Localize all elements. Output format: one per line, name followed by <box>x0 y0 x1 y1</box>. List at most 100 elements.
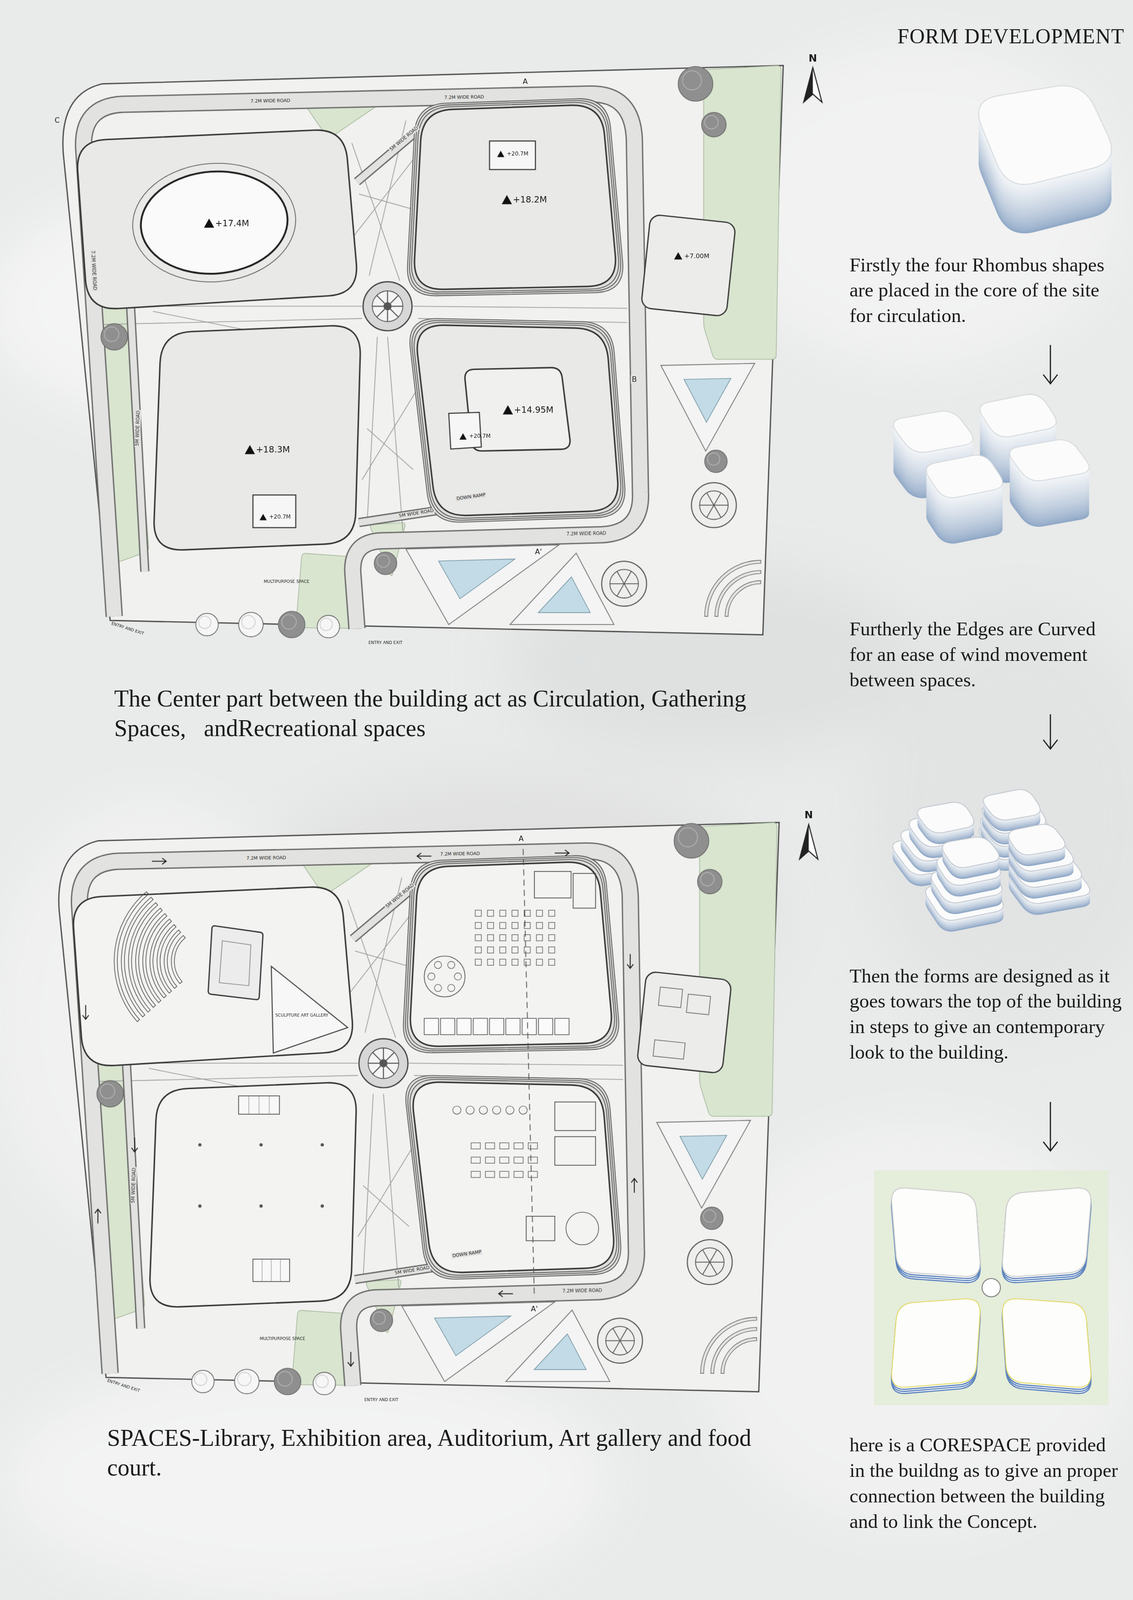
roundabout <box>387 1062 399 1064</box>
food-court <box>512 910 518 916</box>
form-model <box>926 455 1003 498</box>
tree-symbol <box>195 613 218 636</box>
food-court <box>487 934 494 941</box>
library-layout <box>485 1170 495 1177</box>
library-layout <box>528 1156 538 1163</box>
building-block <box>641 214 736 317</box>
roundabout <box>372 1051 381 1060</box>
level-label: +18.3M <box>255 444 290 455</box>
traffic-arrow <box>631 1178 638 1193</box>
tree-symbol <box>317 615 340 638</box>
landscape <box>612 1327 621 1340</box>
landscape <box>713 505 722 518</box>
site-plan <box>58 65 823 1395</box>
form-model <box>1002 1298 1092 1387</box>
plan-label: ENTRY AND EXIT <box>110 620 145 636</box>
road-label: 5M WIDE ROAD <box>130 1166 137 1204</box>
food-court <box>536 921 543 928</box>
running-track <box>409 1078 617 1275</box>
road-label: 7.2M WIDE ROAD <box>565 530 608 537</box>
tree-symbol <box>372 1311 386 1324</box>
form-model <box>891 1187 981 1277</box>
form-model <box>893 411 973 453</box>
level-marker <box>203 150 683 520</box>
form-model <box>917 801 974 833</box>
roundabout <box>382 1066 384 1079</box>
food-court <box>487 921 494 928</box>
roundabout <box>383 301 392 311</box>
building-block <box>77 129 357 309</box>
tree-symbol <box>315 1374 329 1387</box>
building-block <box>73 886 353 1066</box>
traffic-arrow <box>131 1137 138 1152</box>
tree-symbol <box>704 450 728 473</box>
food-court <box>548 946 555 953</box>
exhibition-layout <box>198 1142 202 1146</box>
building-block <box>73 855 621 1307</box>
site-boundary <box>58 822 780 1392</box>
food-court <box>524 958 531 965</box>
exhibition-layout <box>259 1204 263 1208</box>
landscape <box>405 363 761 625</box>
roof-block <box>448 412 482 450</box>
food-court <box>512 934 518 941</box>
exhibition-layout <box>320 1204 324 1208</box>
food-court <box>548 921 555 928</box>
tree-symbol <box>96 1080 124 1107</box>
form-description: Furtherly the Edges are Curved for an ea… <box>849 615 1123 693</box>
landscape <box>695 1247 725 1277</box>
food-court <box>473 1018 488 1035</box>
food-court <box>475 958 482 965</box>
plan-caption: SPACES-Library, Exhibition area, Auditor… <box>107 1422 782 1482</box>
roundabout <box>379 1058 388 1067</box>
food-court <box>505 1018 520 1035</box>
running-track <box>409 318 626 522</box>
walkway-line <box>362 387 419 480</box>
tree-symbol <box>237 1371 252 1386</box>
library-layout <box>528 1142 538 1149</box>
tree-symbol <box>697 869 723 894</box>
road-label: 7.2M WIDE ROAD <box>249 98 291 104</box>
library-layout <box>452 1105 461 1114</box>
food-court <box>456 1018 471 1035</box>
roundabout <box>387 310 389 322</box>
building-block <box>154 325 361 550</box>
tree-symbol <box>241 615 256 629</box>
road-label: 5M WIDE ROAD <box>134 409 141 448</box>
tree-symbol <box>697 869 723 894</box>
exhibition-layout <box>248 1095 249 1114</box>
food-court <box>447 983 456 992</box>
roundabout <box>376 295 385 304</box>
road-label: 7.2M WIDE ROAD <box>90 249 98 291</box>
walkway-line <box>342 910 415 1002</box>
site-boundary <box>62 65 784 635</box>
landscape <box>709 1261 725 1263</box>
building-block <box>77 98 625 550</box>
plan-label: SCULPTURE ART GALLERY <box>275 1012 329 1017</box>
stage <box>219 940 251 986</box>
tree-symbol <box>673 822 709 858</box>
food-court <box>499 946 506 953</box>
tree-symbol <box>274 1367 301 1395</box>
water-body <box>534 1333 587 1369</box>
running-track <box>408 1076 620 1277</box>
plan-label: A' <box>530 1303 538 1313</box>
roundabout <box>376 309 385 317</box>
food-court <box>554 1018 570 1035</box>
food-court <box>548 910 555 916</box>
traffic-arrow <box>82 849 638 1366</box>
plan-label: A <box>522 77 528 86</box>
building-block <box>413 1081 614 1273</box>
roundabout <box>390 309 399 317</box>
running-track <box>405 1075 621 1279</box>
road-label: 7.2M WIDE ROAD <box>443 93 485 100</box>
library-layout <box>565 1211 599 1245</box>
form-model <box>917 801 974 833</box>
traffic-arrow <box>417 852 432 859</box>
roundabout <box>358 1038 408 1087</box>
tree-symbol <box>198 615 212 629</box>
traffic-arrow <box>554 849 570 856</box>
form-model <box>891 1298 981 1387</box>
library-layout <box>479 1105 488 1114</box>
library-layout <box>554 1101 596 1131</box>
